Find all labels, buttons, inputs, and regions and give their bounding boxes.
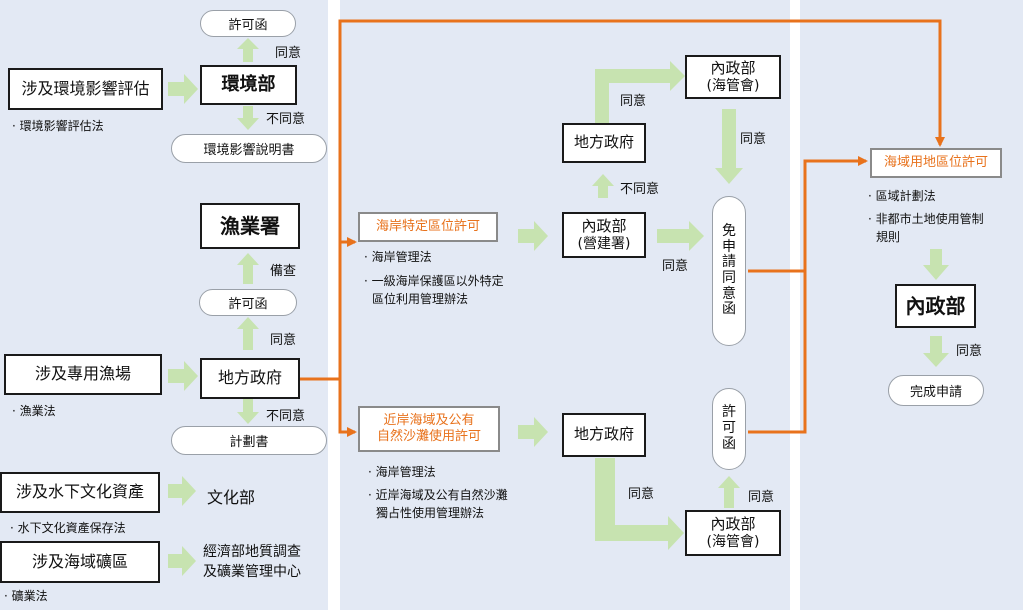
eia-source-label: 涉及環境影響評估 [21,78,150,98]
nearshore-law2-line2: 獨占性使用管理辦法 [376,506,485,520]
env-disagree-label: 不同意 [266,112,306,127]
nearshore-local-gov-label: 地方政府 [573,425,634,444]
nearshore-permit-line2: 自然沙灘使用許可 [376,429,481,444]
culture-source-box: 涉及水下文化資產 [0,472,160,513]
mid-local-gov-label: 地方政府 [573,133,634,152]
nearshore-permit-box: 近岸海域及公有 自然沙灘使用許可 [358,406,500,452]
culture-law-note: · 水下文化資產保存法 [10,521,126,535]
green-arrows [168,38,949,576]
coastal-law2-note: · 一級海岸保護區以外特定 區位利用管理辦法 [364,272,504,308]
fishing-zone-source-box: 涉及專用漁場 [4,354,162,395]
culture-agency-label: 文化部 [207,488,256,507]
nearshore-permit-line1: 近岸海域及公有 [383,412,475,428]
marine-law2-line1: · 非都市土地使用管制 [868,212,984,226]
fish-law-note: · 漁業法 [12,404,56,418]
nearshore-law1-note: · 海岸管理法 [368,465,436,479]
exempt-letter-pill: 免 申 請 同 意 函 [712,196,746,346]
marine-land-permit-box: 海域用地區位許可 [870,148,1002,178]
moi-ocean-top-line1: 內政部 [710,59,756,78]
coastal-agree-down-label: 同意 [740,132,767,147]
epa-box: 環境部 [200,65,297,105]
fish-record-label: 備查 [270,264,297,279]
exempt-char: 同 [722,270,736,286]
env-agree-label: 同意 [275,46,302,61]
marine-land-permit-label: 海域用地區位許可 [883,154,988,170]
exempt-char: 申 [722,238,736,255]
exempt-char: 函 [722,301,736,318]
moi-ocean-bottom-line1: 內政部 [710,515,756,534]
nearshore-law2-line1: · 近岸海域及公有自然沙灘 [368,488,508,502]
application-complete-pill: 完成申請 [888,375,984,406]
mid-local-gov-box: 地方政府 [562,123,646,163]
mining-agency-line2: 及礦業管理中心 [203,564,301,580]
nearshore-permit-letter-pill: 許 可 函 [712,388,746,470]
orange-arrows [300,19,945,437]
plan-label: 計劃書 [229,435,269,450]
mining-agency-line1: 經濟部地質調查 [203,544,301,560]
nearshore-agree-label: 同意 [628,487,655,502]
marine-law2-line2: 規則 [876,230,901,244]
marine-agree-label: 同意 [956,344,983,359]
nearshore-agree-up-label: 同意 [748,490,775,505]
coastal-agree-up-label: 同意 [620,94,647,109]
left-local-gov-label: 地方政府 [217,368,282,388]
moi-ocean-top-line2: (海管會) [706,77,760,94]
moi-ocean-bottom-box: 內政部 (海管會) [685,510,781,556]
moi-construction-line1: 內政部 [581,217,627,236]
mining-source-box: 涉及海域礦區 [0,541,160,583]
eia-source-box: 涉及環境影響評估 [8,68,163,110]
moi-ocean-top-box: 內政部 (海管會) [685,55,781,99]
exempt-char: 請 [722,254,736,271]
marine-law2-note: · 非都市土地使用管制 規則 [868,210,984,246]
fishing-zone-source-label: 涉及專用漁場 [34,364,131,384]
coastal-disagree-label: 不同意 [620,182,660,197]
plan-pill: 計劃書 [171,426,327,455]
nearshore-local-gov-box: 地方政府 [562,413,646,457]
fish-agree-label: 同意 [270,333,297,348]
env-permit-label: 許可函 [228,18,268,33]
permit-char: 許 [722,404,736,421]
fish-permit-pill: 許可函 [199,289,297,316]
mining-source-label: 涉及海域礦區 [31,551,128,571]
coastal-agree-right-label: 同意 [662,259,689,274]
moi-final-label: 內政部 [905,293,966,318]
moi-final-box: 內政部 [895,284,976,328]
moi-construction-box: 內政部 (營建署) [562,212,646,258]
fish-permit-label: 許可函 [228,297,268,312]
left-local-gov-box: 地方政府 [200,358,300,399]
coastal-permit-label: 海岸特定區位許可 [375,218,480,234]
eia-law-note: · 環境影響評估法 [12,119,104,133]
coastal-law2-line1: · 一級海岸保護區以外特定 [364,274,504,288]
nearshore-law2-note: · 近岸海域及公有自然沙灘 獨占性使用管理辦法 [368,486,508,522]
mining-law-note: · 礦業法 [4,589,48,603]
eis-pill: 環境影響說明書 [171,134,327,163]
coastal-permit-box: 海岸特定區位許可 [358,212,498,242]
fisheries-agency-box: 漁業署 [200,203,300,249]
permit-char: 可 [722,420,736,437]
fish-disagree-label: 不同意 [266,409,306,424]
fisheries-agency-label: 漁業署 [220,213,280,238]
culture-source-label: 涉及水下文化資產 [15,482,144,502]
marine-law1-note: · 區域計劃法 [868,189,936,203]
application-complete-label: 完成申請 [909,385,962,400]
coastal-law1-note: · 海岸管理法 [364,250,432,264]
exempt-char: 免 [722,222,736,239]
moi-ocean-bottom-line2: (海管會) [706,533,760,550]
eis-label: 環境影響說明書 [203,143,295,158]
moi-construction-line2: (營建署) [577,235,631,252]
coastal-law2-line2: 區位利用管理辦法 [372,292,469,306]
epa-label: 環境部 [221,73,276,95]
exempt-char: 意 [722,285,736,302]
env-permit-pill: 許可函 [200,10,296,37]
permit-char: 函 [722,435,736,452]
